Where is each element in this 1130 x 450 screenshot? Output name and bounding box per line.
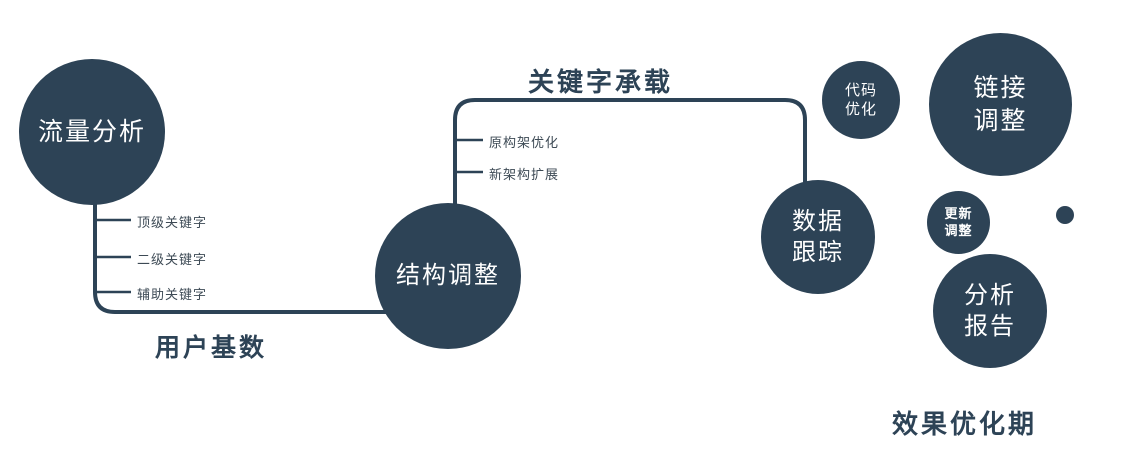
node-traffic-analysis-label: 流量分析: [37, 117, 146, 146]
node-small-dot: [1056, 206, 1074, 224]
node-structure-adjustment: 结构调整: [375, 203, 521, 349]
node-analysis-report-line2: 报告: [964, 313, 1016, 340]
node-data-tracking: 数据 跟踪: [761, 180, 875, 294]
node-update-adjustment-line1: 更新: [944, 205, 973, 221]
node-update-adjustment: 更新 调整: [927, 191, 990, 254]
node-code-optimization-line1: 代码: [844, 81, 877, 99]
node-update-adjustment-line2: 调整: [944, 222, 973, 238]
node-data-tracking-line1: 数据: [792, 207, 844, 235]
node-link-adjustment: 链接 调整: [929, 33, 1072, 176]
branch-label-new-architecture: 新架构扩展: [489, 167, 560, 182]
node-code-optimization-line2: 优化: [844, 101, 877, 118]
branch-label-auxiliary-keywords: 辅助关键字: [137, 287, 208, 302]
node-link-adjustment-line2: 调整: [973, 106, 1028, 135]
node-code-optimization: 代码 优化: [822, 61, 900, 139]
node-analysis-report: 分析 报告: [933, 254, 1047, 368]
node-link-adjustment-line1: 链接: [973, 74, 1028, 102]
branch-label-original-architecture: 原构架优化: [489, 135, 560, 150]
node-data-tracking-line2: 跟踪: [792, 239, 844, 266]
edge-label-user-base: 用户基数: [155, 334, 268, 362]
node-traffic-analysis: 流量分析: [19, 59, 165, 205]
node-structure-adjustment-label: 结构调整: [396, 262, 500, 290]
edge-label-keyword-carry: 关键字承载: [528, 67, 674, 97]
branch-label-top-keywords: 顶级关键字: [137, 215, 208, 230]
branch-label-secondary-keywords: 二级关键字: [137, 252, 208, 267]
footer-label-effect-period: 效果优化期: [892, 409, 1038, 439]
connector-structure-to-tracking: [453, 98, 807, 215]
node-analysis-report-line1: 分析: [964, 281, 1016, 309]
